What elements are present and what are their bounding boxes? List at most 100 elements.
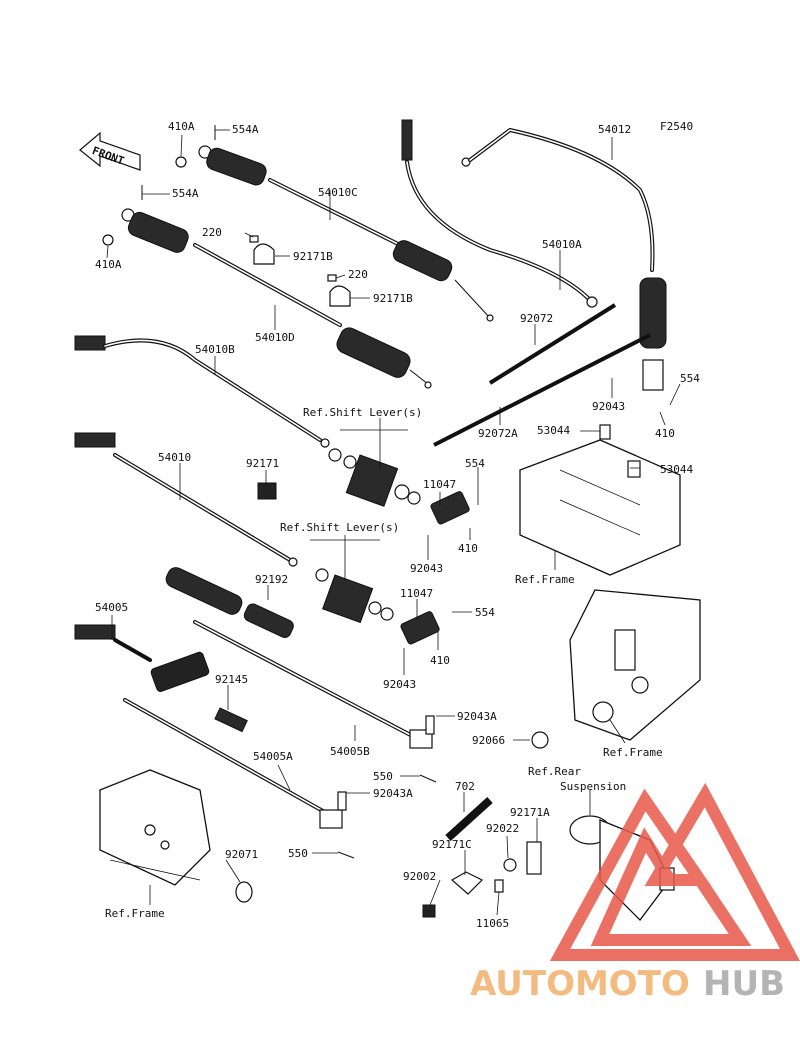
clip-550-a	[419, 774, 437, 783]
leader-lines	[106, 129, 681, 916]
clamp-92171C	[450, 871, 484, 895]
callout-550-b: 550	[288, 847, 308, 860]
callout-54010: 54010	[158, 451, 191, 464]
watermark-text-1: AUTOMOTO	[470, 964, 690, 1004]
callout-labels: 410A 554A 554A 410A 54010C 220 92171B 22…	[95, 120, 700, 930]
rod-92072	[488, 303, 617, 385]
frame-ref-2	[569, 589, 701, 741]
callout-54005B: 54005B	[330, 745, 370, 758]
callout-ref-frame-2: Ref.Frame	[603, 746, 663, 759]
pedal-11047-b	[400, 611, 440, 645]
callout-92171C: 92171C	[432, 838, 472, 851]
cable-54010C	[198, 145, 494, 322]
callout-ref-frame-1: Ref.Frame	[515, 573, 575, 586]
washer-410A-top	[175, 156, 187, 168]
watermark-triangle-icon	[549, 782, 800, 961]
cable-54012	[461, 127, 667, 391]
watermark-text-2: HUB	[703, 964, 785, 1004]
callout-54012: 54012	[598, 123, 631, 136]
rod-92072A	[433, 333, 651, 447]
callout-11047-a: 11047	[423, 478, 456, 491]
callout-92043-low: 92043	[383, 678, 416, 691]
callout-92043-mid: 92043	[410, 562, 443, 575]
boot-92192-b	[243, 603, 294, 638]
boot-92192-a	[165, 567, 243, 615]
frame-ref-3	[99, 769, 211, 886]
callout-92043A-b: 92043A	[373, 787, 413, 800]
callout-554A-mid: 554A	[172, 187, 199, 200]
callout-220-a: 220	[202, 226, 222, 239]
callout-410-right: 410	[655, 427, 675, 440]
pedal-11047-a	[430, 491, 470, 525]
callout-92192: 92192	[255, 573, 288, 586]
callout-92002: 92002	[403, 870, 436, 883]
callout-54005A: 54005A	[253, 750, 293, 763]
callout-410A-left: 410A	[95, 258, 122, 271]
washer-92022	[503, 858, 517, 872]
callout-53044-b: 53044	[660, 463, 693, 476]
cable-54010D	[121, 208, 432, 389]
spring-92145	[214, 707, 248, 733]
bolt-92002	[422, 904, 436, 918]
callout-54010C: 54010C	[318, 186, 358, 199]
callout-ref-frame-3: Ref.Frame	[105, 907, 165, 920]
callout-92171: 92171	[246, 457, 279, 470]
callout-54010B: 54010B	[195, 343, 235, 356]
pin-92043A-b	[337, 791, 347, 811]
callout-54010A: 54010A	[542, 238, 582, 251]
bracket-92171A	[526, 841, 542, 875]
bracket-54005	[150, 651, 210, 692]
callout-92043-right: 92043	[592, 400, 625, 413]
clamp-92171B-a	[249, 235, 275, 265]
callout-92171B-b: 92171B	[373, 292, 413, 305]
callout-550-a: 550	[373, 770, 393, 783]
callout-92071: 92071	[225, 848, 258, 861]
callout-92171B-a: 92171B	[293, 250, 333, 263]
callout-554-mid: 554	[465, 457, 485, 470]
cable-54005	[74, 624, 152, 662]
callout-92171A: 92171A	[510, 806, 550, 819]
washer-410A-left	[102, 234, 114, 246]
figure-code: F2540	[660, 120, 693, 133]
front-arrow-icon: FRONT	[79, 131, 141, 171]
callout-554A-top: 554A	[232, 123, 259, 136]
callout-ref-shift-2: Ref.Shift Lever(s)	[280, 521, 399, 534]
callout-54010D: 54010D	[255, 331, 295, 344]
rod-702	[445, 797, 493, 841]
cable-54010	[74, 432, 298, 567]
callout-11065: 11065	[476, 917, 509, 930]
bolt-11065	[494, 879, 504, 893]
clip-92171	[257, 482, 277, 500]
shift-lever-springs-2	[315, 568, 394, 624]
callout-410A-top: 410A	[168, 120, 195, 133]
cable-54005A	[123, 698, 343, 829]
callout-410-mid: 410	[458, 542, 478, 555]
shift-lever-springs-1	[328, 448, 421, 507]
clip-550-b	[337, 851, 355, 859]
callout-53044-a: 53044	[537, 424, 570, 437]
callout-ref-shift-1: Ref.Shift Lever(s)	[303, 406, 422, 419]
callout-54005: 54005	[95, 601, 128, 614]
clamp-92171B-b	[327, 274, 351, 307]
callout-suspension: Suspension	[560, 780, 626, 793]
cable-54010A	[401, 119, 598, 308]
callout-92043A-a: 92043A	[457, 710, 497, 723]
callout-702: 702	[455, 780, 475, 793]
callout-92072: 92072	[520, 312, 553, 325]
callout-92022: 92022	[486, 822, 519, 835]
callout-92145: 92145	[215, 673, 248, 686]
grommet-92066	[531, 731, 549, 749]
callout-11047-b: 11047	[400, 587, 433, 600]
callout-554-right: 554	[680, 372, 700, 385]
callout-ref-rear: Ref.Rear	[528, 765, 581, 778]
watermark-logo: AUTOMOTO HUB	[470, 782, 800, 1004]
frame-ref-1	[519, 424, 681, 576]
callout-220-b: 220	[348, 268, 368, 281]
cable-54010B	[74, 335, 330, 448]
callout-92066: 92066	[472, 734, 505, 747]
callout-554-low: 554	[475, 606, 495, 619]
pin-92043A-a	[425, 715, 435, 735]
callout-92072A: 92072A	[478, 427, 518, 440]
